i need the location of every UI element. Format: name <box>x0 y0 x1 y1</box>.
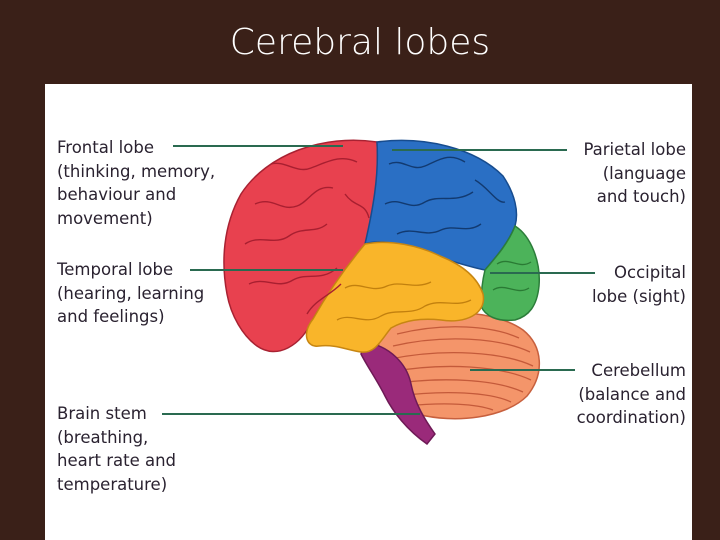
parietal-lobe-label: Parietal lobe (language and touch) <box>583 138 686 209</box>
occipital-lobe-label: Occipital lobe (sight) <box>592 261 686 308</box>
temporal-lobe-label: Temporal lobe (hearing, learning and fee… <box>57 258 204 329</box>
frontal-lobe-label: Frontal lobe (thinking, memory, behaviou… <box>57 136 215 230</box>
cerebellum-label: Cerebellum (balance and coordination) <box>577 359 686 430</box>
diagram-panel: Frontal lobe (thinking, memory, behaviou… <box>45 84 692 540</box>
brain-stem-label: Brain stem (breathing, heart rate and te… <box>57 402 176 496</box>
slide-title: Cerebral lobes <box>0 22 720 63</box>
